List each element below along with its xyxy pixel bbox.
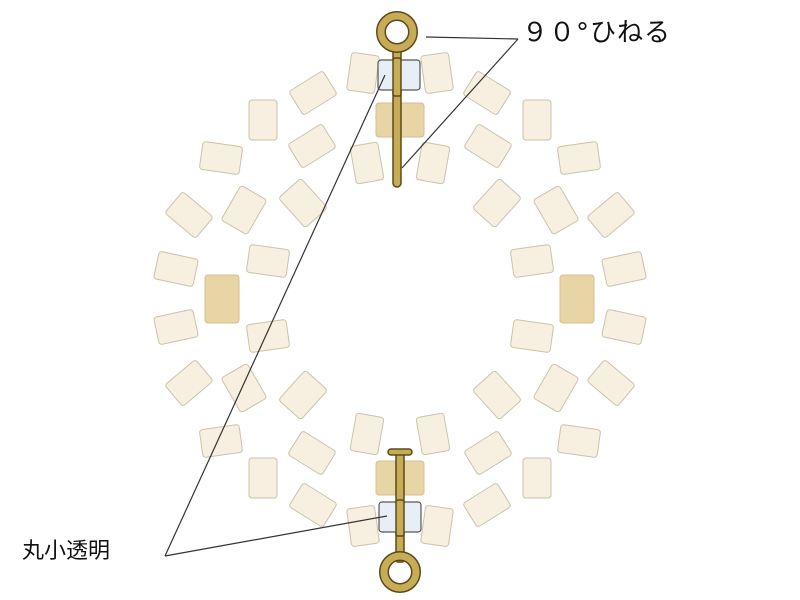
- small-round-clear-bead-label: 丸小透明: [22, 539, 111, 564]
- bead-26: [473, 370, 521, 420]
- bead-40: [415, 412, 451, 456]
- leader-clear-to-bottom-bead: [164, 515, 388, 557]
- bead-6: [464, 124, 512, 168]
- bead-34: [522, 457, 552, 499]
- bead-2: [415, 141, 451, 185]
- bead-12: [473, 178, 521, 228]
- top-pin-loop: [377, 12, 417, 52]
- bead-0: [420, 52, 454, 94]
- bead-43: [346, 505, 380, 547]
- bead-3: [349, 141, 385, 185]
- twist-90-label: ９０°ひねる: [522, 18, 672, 48]
- tan-beads: [204, 102, 595, 496]
- bead-37: [288, 431, 336, 475]
- bottom-pin-head: [387, 448, 413, 456]
- bead-8: [522, 99, 552, 141]
- bead-4: [463, 71, 511, 115]
- leader-twist-to-top-shank: [401, 38, 519, 169]
- bead-23: [246, 319, 290, 353]
- bead-25: [153, 309, 199, 345]
- bead-9: [248, 99, 278, 141]
- bead-14: [533, 185, 579, 235]
- leader-twist-to-top-loop: [425, 36, 519, 40]
- bead-39: [289, 483, 337, 527]
- bead-31: [165, 360, 213, 406]
- leader-lines: [164, 36, 519, 557]
- bead-5: [289, 71, 337, 115]
- bead-38: [463, 483, 511, 527]
- bottom-eye-pin: [378, 448, 422, 593]
- top-eye-pin: [376, 11, 421, 188]
- bead-27: [279, 370, 327, 420]
- bead-28: [533, 363, 579, 413]
- bead-22: [510, 319, 554, 353]
- top-pin-shank-front: [392, 57, 402, 97]
- bead-32: [557, 424, 601, 458]
- bead-20: [601, 251, 647, 287]
- bead-18: [510, 244, 554, 278]
- bottom-pin-loop: [380, 552, 420, 592]
- bottom-pin-shank-front: [395, 499, 405, 537]
- bead-35: [248, 457, 278, 499]
- bead-ring: [153, 52, 647, 547]
- tan-bead-right: [559, 274, 595, 324]
- tan-bead-left: [204, 274, 240, 324]
- bead-15: [221, 185, 267, 235]
- bead-19: [246, 244, 290, 278]
- bead-21: [153, 251, 199, 287]
- bead-10: [557, 141, 601, 175]
- eye-pins: [376, 11, 422, 593]
- bead-17: [165, 192, 213, 238]
- bead-13: [279, 178, 327, 228]
- bead-36: [464, 431, 512, 475]
- bead-29: [221, 363, 267, 413]
- bead-1: [346, 52, 380, 94]
- bead-30: [587, 360, 635, 406]
- bead-41: [349, 412, 385, 456]
- bead-11: [199, 141, 243, 175]
- bead-42: [420, 505, 454, 547]
- leader-clear-to-top-bead: [164, 74, 386, 557]
- bead-16: [587, 192, 635, 238]
- bead-24: [601, 309, 647, 345]
- bead-33: [199, 424, 243, 458]
- bead-7: [288, 124, 336, 168]
